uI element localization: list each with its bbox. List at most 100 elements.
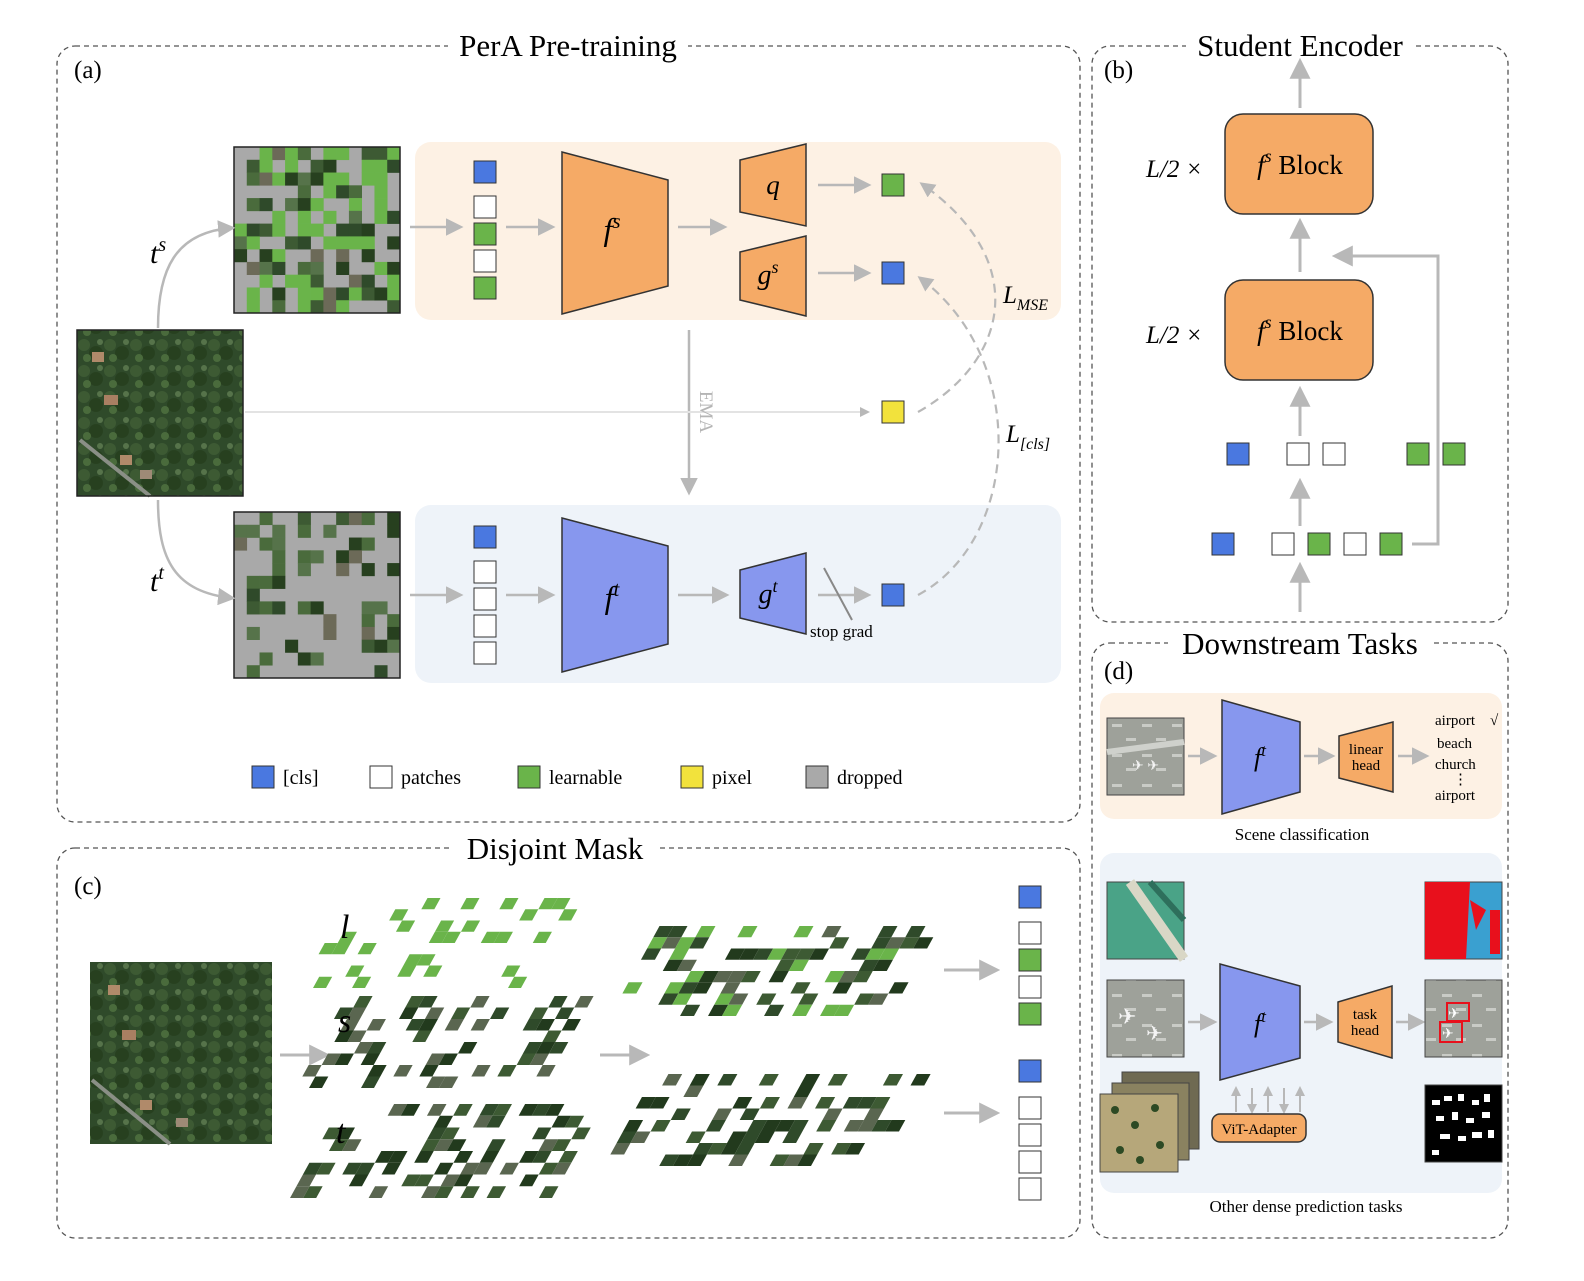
linear-head-label-2: head <box>1352 758 1381 774</box>
mask-cell <box>297 172 311 186</box>
learnable-token <box>1018 948 1042 972</box>
learnable-token <box>473 222 497 246</box>
mask-patch <box>622 1120 644 1132</box>
mask-patch <box>518 1151 539 1163</box>
mask-layer-teacher <box>290 1104 591 1198</box>
cls-token <box>473 160 497 184</box>
mask-patch <box>395 920 416 932</box>
mask-patch <box>558 1151 578 1163</box>
mask-patch <box>485 1115 506 1128</box>
mask-patch <box>899 937 920 949</box>
mask-patch <box>335 1127 355 1140</box>
mask-patch <box>787 1097 808 1109</box>
mask-patch <box>302 1162 323 1175</box>
mask-cell <box>310 159 324 173</box>
mask-patch <box>689 937 710 949</box>
mask-patch <box>423 965 443 977</box>
mask-patch <box>616 1131 637 1143</box>
mask-patch <box>355 1162 375 1175</box>
mask-patch <box>871 937 892 949</box>
mask-patch <box>693 1143 714 1155</box>
panel-c-frame: Disjoint Mask (c) <box>56 830 1081 1239</box>
mask-patch <box>357 943 377 955</box>
panel-b-title: Student Encoder <box>1197 28 1403 63</box>
adapter-arrows <box>1231 1086 1305 1114</box>
panel-a-frame: PerA Pre-training (a) <box>56 28 1081 823</box>
patch-token <box>1018 1123 1042 1147</box>
mask-cell <box>246 575 260 589</box>
mask-cell <box>374 601 388 615</box>
task-head-label-1: task <box>1353 1007 1378 1023</box>
mask-patch <box>542 1030 562 1042</box>
student-token-column <box>473 160 497 300</box>
mask-patch <box>803 1143 824 1155</box>
mask-cell <box>297 300 311 314</box>
mask-patch <box>759 1097 780 1109</box>
mask-patch <box>831 1143 852 1155</box>
mask-patch <box>328 1139 349 1151</box>
mask-cell <box>272 300 286 314</box>
panel-a-title: PerA Pre-training <box>459 28 677 63</box>
patch-token <box>473 587 497 611</box>
mask-cell <box>336 236 350 250</box>
mask-cell <box>310 198 324 212</box>
panel-a-tag: (a) <box>74 57 102 84</box>
vit-adapter: ViT-Adapter <box>1211 1113 1307 1143</box>
mask-patch <box>551 898 571 910</box>
scene-task-background <box>1100 693 1502 819</box>
mask-patch <box>564 1115 585 1128</box>
mask-patch <box>769 1154 790 1166</box>
mask-patch <box>822 1108 843 1120</box>
legend-swatch <box>805 765 829 789</box>
student-masked-view <box>234 147 401 314</box>
mask-patch <box>764 1004 785 1016</box>
mask-patch <box>768 971 789 983</box>
check-mark-icon: √ <box>1490 713 1499 729</box>
mask-cell <box>348 512 362 526</box>
mask-cell <box>272 550 286 564</box>
mask-patch <box>296 1174 317 1187</box>
student-block-bottom: fs Block <box>1224 279 1374 381</box>
mask-patch <box>857 1120 878 1132</box>
mask-cell <box>246 665 260 679</box>
mask-cell <box>310 652 324 666</box>
svg-text:✈: ✈ <box>1146 1023 1163 1045</box>
mask-cell <box>272 563 286 577</box>
mask-patch <box>501 965 521 977</box>
mask-cell <box>387 261 401 275</box>
cls-token <box>473 525 497 549</box>
mask-patch <box>714 993 735 1005</box>
mask-cell <box>285 198 299 212</box>
mask-patch <box>850 948 872 960</box>
panel-b-tag: (b) <box>1104 57 1133 84</box>
mask-patch <box>446 1139 467 1151</box>
mask-patch <box>815 1097 836 1109</box>
mask-patch <box>439 1076 459 1088</box>
mask-cell <box>323 147 337 161</box>
mask-cell <box>336 185 350 199</box>
mask-patch <box>499 898 519 910</box>
layer-t-label: t <box>336 1114 347 1151</box>
mask-cell <box>297 210 311 224</box>
mask-cell <box>310 223 324 237</box>
mask-cell <box>348 537 362 551</box>
mask-patch <box>416 954 436 966</box>
mask-patch <box>493 931 513 943</box>
mask-patch <box>532 1151 552 1163</box>
mask-cell <box>323 626 337 640</box>
mask-patch <box>816 1120 837 1132</box>
mask-cell <box>374 185 388 199</box>
mask-cell <box>348 236 362 250</box>
scene-caption: Scene classification <box>1235 825 1370 844</box>
mask-patch <box>421 898 441 910</box>
mask-patch <box>471 1065 491 1077</box>
mask-patch <box>783 1154 804 1166</box>
mask-patch <box>885 937 906 949</box>
svg-text:✈: ✈ <box>1118 1004 1136 1029</box>
mask-patch <box>340 1019 360 1031</box>
mask-patch <box>473 1162 493 1175</box>
mask-patch <box>854 993 875 1005</box>
mask-cell <box>259 249 273 263</box>
mask-patch <box>728 1154 749 1166</box>
mask-patch <box>686 1154 707 1166</box>
